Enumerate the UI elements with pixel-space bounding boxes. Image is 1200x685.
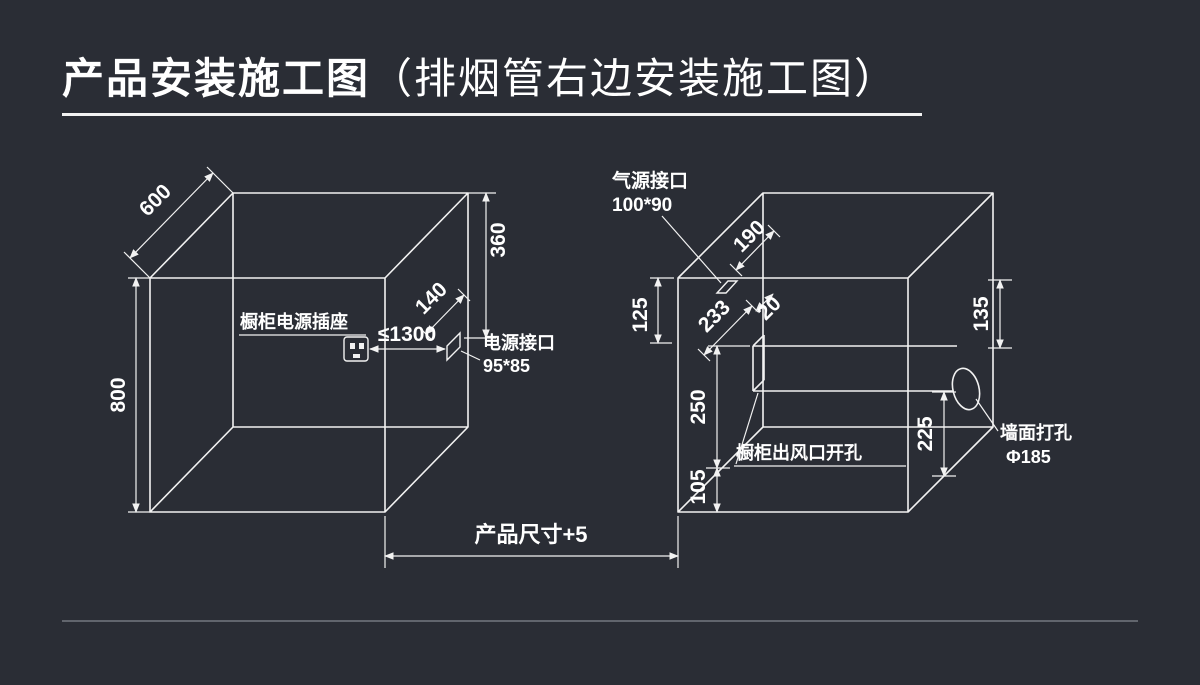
power-port-size: 95*85: [483, 356, 530, 376]
dim-left-depth-line: [129, 172, 214, 259]
dim-duct-gap: 20: [753, 292, 786, 325]
power-port-leader: [460, 350, 481, 361]
socket-icon: [343, 336, 369, 362]
dim-socket-distance: ≤1300: [369, 323, 446, 353]
dim-left-height: 800: [107, 277, 150, 513]
footer-divider: [62, 620, 1138, 622]
page-title: 产品安装施工图（排烟管右边安装施工图）: [62, 56, 898, 102]
socket-pin-right: [359, 343, 364, 349]
dim-duct-inset: 233: [694, 296, 759, 362]
wall-hole-ellipse: [951, 367, 981, 411]
outlet-label: 橱柜出风口开孔: [736, 442, 862, 463]
dim-wall-top-value: 135: [970, 296, 993, 331]
duct-mouth-bottom-edge: [752, 379, 765, 392]
dim-left-depth: 600: [123, 166, 234, 279]
dim-duct-gap-value: 20: [753, 292, 786, 325]
dim-duct-inset-value: 233: [694, 296, 735, 337]
right-cabinet-wireframe: [677, 192, 994, 513]
gas-port-size: 100*90: [612, 195, 672, 216]
dim-port-drop-value: 360: [487, 222, 510, 257]
dim-duct-inset-line: [703, 305, 753, 356]
dim-gas-inset-line: [735, 230, 775, 271]
socket-label: 橱柜电源插座: [240, 311, 348, 332]
dim-left-depth-value: 600: [135, 180, 176, 221]
page-title-paren: （排烟管右边安装施工图）: [370, 55, 899, 102]
socket-pin-bottom: [353, 354, 360, 358]
dim-duct-height: 250 105: [687, 345, 750, 513]
dim-left-height-value: 800: [107, 377, 130, 412]
dim-wall-top-gap: 135: [970, 279, 1012, 349]
dim-top-drop-value: 125: [629, 297, 652, 332]
duct-mouth-top-edge: [752, 334, 765, 347]
socket-pin-left: [350, 343, 355, 349]
socket-outline: [343, 336, 369, 362]
dim-hole-floor-gap: 225: [914, 391, 956, 477]
right-cabinet: 气源接口 100*90 190 125 233: [611, 169, 1072, 513]
dim-duct-height-value: 250: [687, 389, 710, 424]
title-underline: [62, 113, 922, 116]
dim-product-size-value: 产品尺寸+5: [474, 522, 587, 547]
page-title-main: 产品安装施工图: [62, 55, 371, 102]
dim-left-depth-ext1: [123, 251, 151, 279]
dim-port-inset-value: 140: [411, 278, 452, 319]
left-cabinet-wireframe: [149, 192, 469, 513]
exhaust-duct: [752, 334, 981, 411]
gas-port-opening: [715, 280, 739, 294]
dim-left-port-drop: 360: [464, 192, 510, 339]
gas-port-leader: [661, 215, 722, 284]
wall-hole-size: Φ185: [1006, 447, 1051, 467]
outlet-label-leader: [735, 392, 759, 465]
dim-top-drop: 125: [629, 277, 674, 344]
wall-hole-leader: [975, 398, 999, 432]
dim-hole-floor-value: 225: [914, 416, 937, 451]
dim-left-depth-ext2: [206, 166, 234, 194]
gas-port-title: 气源接口: [611, 169, 688, 192]
left-cabinet: 600 800 360 140: [107, 166, 555, 513]
dim-floor-gap-value: 105: [687, 469, 710, 504]
dim-socket-distance-value: ≤1300: [378, 323, 436, 346]
dim-product-size: 产品尺寸+5: [384, 516, 679, 568]
dim-duct-gap-line: [755, 293, 774, 312]
dim-port-inset-line: [425, 294, 465, 335]
power-port-title: 电源接口: [483, 332, 555, 353]
power-port-opening: [446, 331, 461, 362]
wall-hole-title: 墙面打孔: [1000, 422, 1072, 443]
dim-gas-port-inset: 190: [729, 216, 781, 277]
